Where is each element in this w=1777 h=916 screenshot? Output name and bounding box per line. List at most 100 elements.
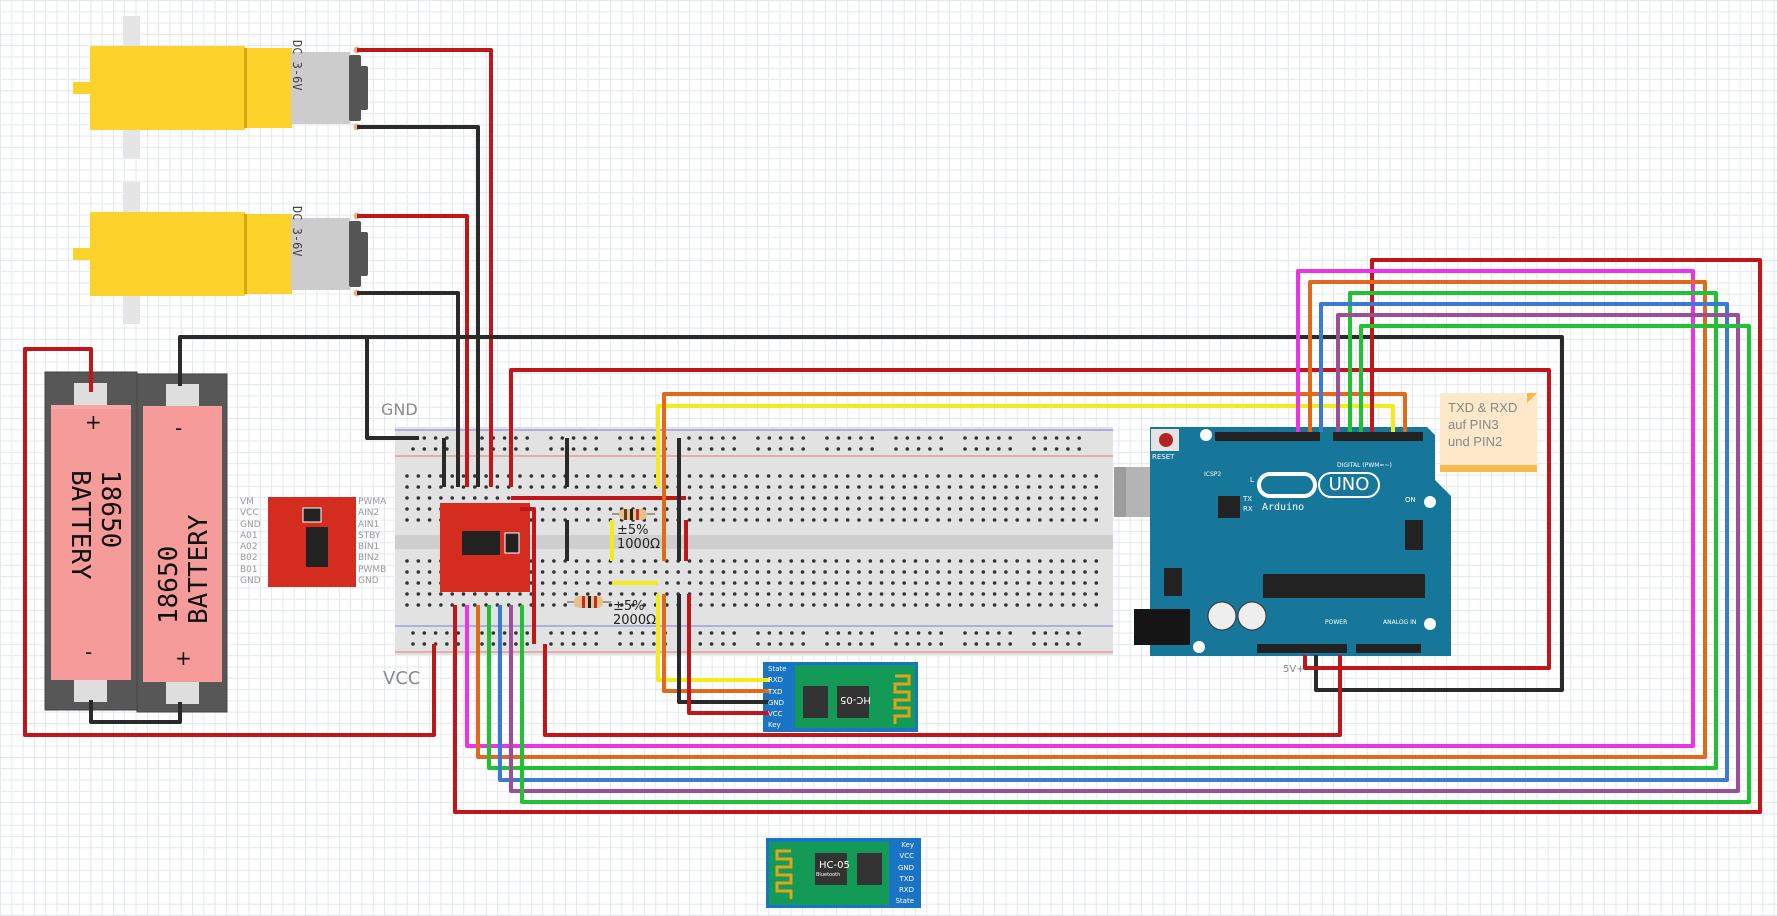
breadboard-hole[interactable] (1049, 570, 1053, 574)
breadboard-hole[interactable] (1071, 592, 1076, 596)
breadboard-hole[interactable] (433, 436, 438, 440)
breadboard-hole[interactable] (549, 447, 553, 451)
breadboard-hole[interactable] (480, 436, 484, 440)
breadboard-hole[interactable] (571, 642, 576, 646)
breadboard-hole[interactable] (710, 507, 714, 511)
breadboard-hole[interactable] (732, 496, 737, 500)
breadboard-hole[interactable] (631, 592, 635, 596)
breadboard-hole[interactable] (710, 559, 714, 563)
breadboard-hole[interactable] (992, 496, 997, 500)
breadboard-hole[interactable] (1038, 474, 1042, 478)
breadboard-hole[interactable] (985, 642, 990, 646)
breadboard-hole[interactable] (834, 518, 839, 522)
breadboard-hole[interactable] (571, 631, 576, 635)
breadboard-hole[interactable] (480, 631, 484, 635)
breadboard-hole[interactable] (473, 485, 477, 489)
breadboard-hole[interactable] (721, 447, 725, 451)
breadboard-hole[interactable] (540, 581, 545, 585)
breadboard-hole[interactable] (1032, 447, 1036, 451)
breadboard-hole[interactable] (540, 485, 545, 489)
breadboard-hole[interactable] (891, 559, 895, 563)
breadboard-hole[interactable] (699, 603, 703, 607)
breadboard-hole[interactable] (631, 570, 635, 574)
breadboard-hole[interactable] (631, 559, 635, 563)
breadboard-hole[interactable] (916, 642, 921, 646)
breadboard-hole[interactable] (894, 447, 898, 451)
breadboard-hole[interactable] (1077, 447, 1081, 451)
breadboard-hole[interactable] (563, 507, 567, 511)
breadboard-hole[interactable] (1015, 603, 1019, 607)
breadboard-hole[interactable] (502, 631, 507, 635)
breadboard-hole[interactable] (823, 570, 827, 574)
breadboard-hole[interactable] (1066, 436, 1070, 440)
breadboard-hole[interactable] (619, 559, 624, 563)
breadboard-hole[interactable] (766, 507, 771, 511)
breadboard-hole[interactable] (778, 603, 782, 607)
hc05-gnd-wire[interactable] (677, 594, 770, 704)
breadboard-hole[interactable] (1049, 474, 1053, 478)
breadboard-hole[interactable] (506, 592, 511, 596)
breadboard-hole[interactable] (801, 436, 805, 440)
breadboard-hole[interactable] (1015, 518, 1019, 522)
breadboard-hole[interactable] (936, 592, 940, 596)
breadboard-hole[interactable] (618, 447, 622, 451)
breadboard-hole[interactable] (925, 603, 929, 607)
breadboard-hole[interactable] (583, 436, 587, 440)
breadboard-hole[interactable] (766, 570, 771, 574)
breadboard-hole[interactable] (1004, 518, 1008, 522)
breadboard-hole[interactable] (732, 559, 737, 563)
breadboard-hole[interactable] (905, 447, 910, 451)
breadboard-hole[interactable] (594, 631, 598, 635)
breadboard-hole[interactable] (629, 447, 634, 451)
breadboard-hole[interactable] (629, 642, 634, 646)
breadboard-hole[interactable] (812, 603, 816, 607)
breadboard-hole[interactable] (732, 581, 737, 585)
breadboard-hole[interactable] (970, 570, 974, 574)
breadboard-hole[interactable] (902, 581, 906, 585)
breadboard-hole[interactable] (970, 559, 974, 563)
breadboard-hole[interactable] (1026, 581, 1031, 585)
breadboard-hole[interactable] (825, 642, 829, 646)
breadboard-hole[interactable] (891, 603, 895, 607)
breadboard-hole[interactable] (823, 581, 827, 585)
breadboard-hole[interactable] (1060, 507, 1065, 511)
breadboard-hole[interactable] (916, 447, 921, 451)
breadboard-hole[interactable] (756, 436, 760, 440)
breadboard-hole[interactable] (992, 592, 997, 596)
breadboard-hole[interactable] (574, 559, 579, 563)
breadboard-hole[interactable] (710, 518, 714, 522)
bin1-wire[interactable] (498, 302, 1729, 782)
breadboard-hole[interactable] (857, 496, 861, 500)
breadboard-hole[interactable] (687, 496, 692, 500)
breadboard-hole[interactable] (789, 592, 793, 596)
breadboard-hole[interactable] (981, 474, 986, 478)
breadboard-hole[interactable] (902, 559, 906, 563)
breadboard-hole[interactable] (766, 603, 771, 607)
breadboard-hole[interactable] (789, 507, 793, 511)
breadboard-hole[interactable] (552, 518, 556, 522)
breadboard-hole[interactable] (433, 631, 438, 635)
breadboard-hole[interactable] (756, 447, 760, 451)
breadboard-hole[interactable] (1083, 570, 1087, 574)
breadboard-hole[interactable] (1043, 436, 1048, 440)
breadboard-hole[interactable] (629, 631, 634, 635)
breadboard-hole[interactable] (970, 518, 974, 522)
breadboard-hole[interactable] (574, 485, 579, 489)
breadboard-hole[interactable] (640, 631, 645, 635)
breadboard-hole[interactable] (552, 581, 556, 585)
hc05-rxd-wire[interactable] (656, 594, 770, 682)
breadboard-hole[interactable] (963, 642, 967, 646)
breadboard-hole[interactable] (709, 447, 714, 451)
breadboard-hole[interactable] (879, 507, 884, 511)
breadboard-hole[interactable] (652, 631, 656, 635)
motor-driver-on-breadboard[interactable] (440, 503, 530, 592)
breadboard-hole[interactable] (1043, 631, 1048, 635)
breadboard-hole[interactable] (583, 447, 587, 451)
breadboard-hole[interactable] (1049, 603, 1053, 607)
breadboard-hole[interactable] (642, 570, 647, 574)
breadboard-hole[interactable] (925, 518, 929, 522)
breadboard-hole[interactable] (985, 631, 990, 635)
breadboard-hole[interactable] (586, 581, 590, 585)
breadboard-hole[interactable] (439, 592, 443, 596)
breadboard-hole[interactable] (812, 592, 816, 596)
